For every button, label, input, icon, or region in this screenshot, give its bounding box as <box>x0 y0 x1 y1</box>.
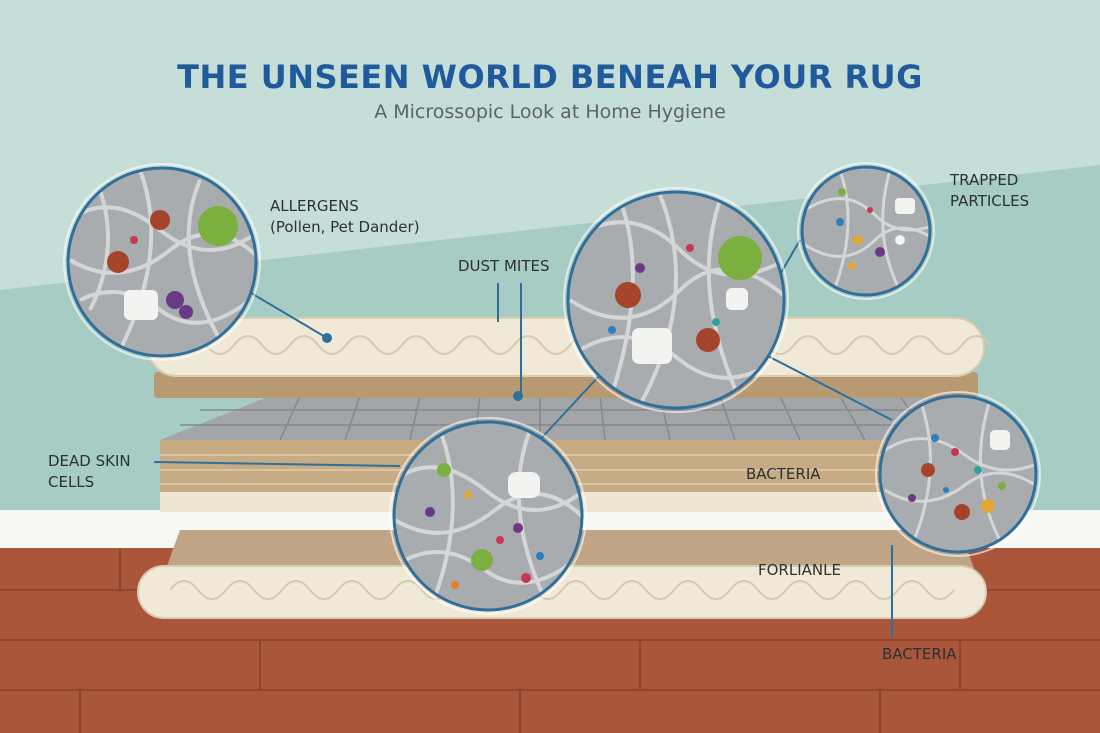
magnifier-bacteria <box>875 391 1041 557</box>
label-trapped-line2: PARTICLES <box>950 192 1030 210</box>
magnifier-allergens <box>63 163 261 361</box>
label-dead-skin-line2: CELLS <box>48 473 95 491</box>
label-allergens-detail: (Pollen, Pet Dander) <box>270 218 420 236</box>
label-bacteria-mid: BACTERIA <box>746 465 821 483</box>
label-allergens: ALLERGENS (Pollen, Pet Dander) <box>270 196 420 238</box>
label-allergens-title: ALLERGENS <box>270 197 359 215</box>
page-subtitle: A Microssopic Look at Home Hygiene <box>374 101 726 123</box>
label-dust-mites: DUST MITES <box>458 257 550 275</box>
label-bacteria-bottom: BACTERIA <box>882 645 957 663</box>
mesh-grid <box>180 395 970 441</box>
label-trapped-line1: TRAPPED <box>950 171 1019 189</box>
mesh-layer <box>160 396 975 440</box>
label-dead-skin-line1: DEAD SKIN <box>48 452 131 470</box>
top-wool-layer <box>147 317 991 377</box>
page-title: THE UNSEEN WORLD BENEAH YOUR RUG <box>177 58 923 96</box>
magnifier-dust-mites <box>563 187 789 413</box>
top-backing <box>154 372 978 398</box>
label-forlianle: FORLIANLE <box>758 561 841 579</box>
magnifier-trapped-particles <box>797 162 935 300</box>
label-dead-skin-cells: DEAD SKIN CELLS <box>48 451 131 493</box>
label-trapped-particles: TRAPPED PARTICLES <box>950 170 1029 212</box>
magnifier-dead-skin <box>389 417 587 615</box>
